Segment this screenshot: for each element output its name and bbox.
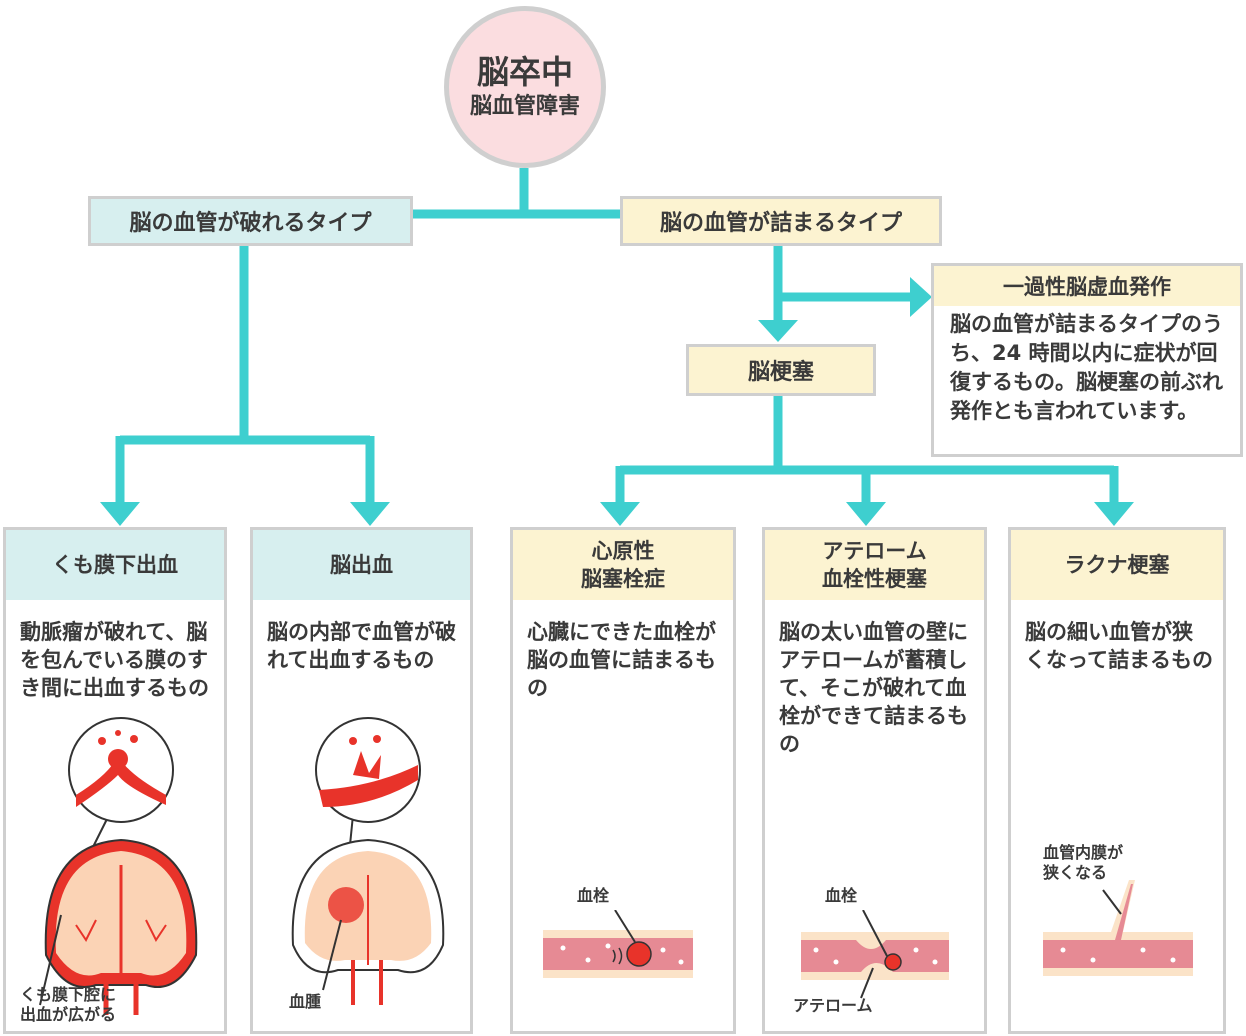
root-title: 脳卒中	[476, 53, 573, 91]
vessel-illustration	[801, 910, 949, 999]
vessel-illustration	[543, 910, 693, 978]
card-body: 心臓にできた血栓が脳の血管に詰まるもの	[527, 620, 716, 700]
card-subarachnoid: くも膜下出血 動脈瘤が破れて、脳を包んでいる膜のすき間に出血するもの くも膜下腔…	[3, 527, 227, 1034]
card-title: アテローム 血栓性梗塞	[765, 530, 984, 600]
annotation: 血栓	[577, 886, 610, 905]
root-circle: 脳卒中 脳血管障害	[444, 6, 606, 168]
card-body: 脳の細い血管が狭くなって詰まるもの	[1025, 620, 1213, 672]
vessel-illustration	[1043, 880, 1193, 976]
card-intracerebral: 脳出血 脳の内部で血管が破れて出血するもの 血腫	[250, 527, 473, 1034]
card-title: 脳出血	[253, 530, 470, 600]
annotation: 血管内膜が 狭くなる	[1043, 843, 1124, 882]
card-title: ラクナ梗塞	[1011, 530, 1223, 600]
brain-illustration	[291, 717, 445, 1005]
tia-box: 一過性脳虚血発作 脳の血管が詰まるタイプのうち、24 時間以内に症状が回復するも…	[931, 263, 1243, 457]
card-body: 脳の内部で血管が破れて出血するもの	[267, 620, 456, 672]
infarction-label: 脳梗塞	[686, 344, 876, 396]
tia-title: 一過性脳虚血発作	[934, 266, 1240, 306]
card-body: 動脈瘤が破れて、脳を包んでいる膜のすき間に出血するもの	[20, 620, 209, 700]
annotation-2: アテローム	[793, 996, 873, 1015]
annotation: くも膜下腔に 出血が広がる	[20, 985, 117, 1024]
tia-body: 脳の血管が詰まるタイプのうち、24 時間以内に症状が回復するもの。脳梗塞の前ぶれ…	[950, 312, 1223, 423]
annotation: 血腫	[289, 992, 322, 1011]
card-cardioembolic: 心原性 脳塞栓症 心臓にできた血栓が脳の血管に詰まるもの 血栓	[510, 527, 736, 1034]
card-title: くも膜下出血	[6, 530, 224, 600]
root-subtitle: 脳血管障害	[469, 94, 580, 119]
card-lacunar: ラクナ梗塞 脳の細い血管が狭くなって詰まるもの 血管内膜が 狭くなる	[1008, 527, 1226, 1034]
card-title: 心原性 脳塞栓症	[513, 530, 733, 600]
brain-illustration	[39, 717, 198, 1015]
card-body: 脳の太い血管の壁にアテロームが蓄積して、そこが破れて血栓ができて詰まるもの	[779, 620, 968, 756]
branch-rupture: 脳の血管が破れるタイプ	[88, 196, 413, 246]
branch-blockage: 脳の血管が詰まるタイプ	[620, 196, 942, 246]
card-atherothrombotic: アテローム 血栓性梗塞 脳の太い血管の壁にアテロームが蓄積して、そこが破れて血栓…	[762, 527, 987, 1034]
annotation: 血栓	[825, 886, 858, 905]
